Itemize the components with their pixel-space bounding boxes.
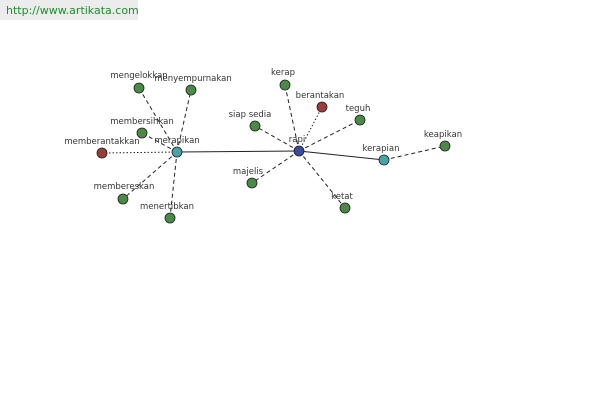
edge-rapi-ketat <box>298 150 346 209</box>
node-label-menertibkan[interactable]: menertibkan <box>140 202 194 212</box>
node-label-kerapian[interactable]: kerapian <box>363 144 400 154</box>
node-teguh[interactable]: teguh <box>346 104 371 126</box>
node-label-menyempurnakan[interactable]: menyempurnakan <box>154 74 232 84</box>
edge-rapi-merapikan <box>176 150 300 153</box>
node-label-ketat[interactable]: ketat <box>331 192 353 202</box>
node-siap-sedia[interactable]: siap sedia <box>229 110 272 132</box>
node-dot-membereskan[interactable] <box>117 193 129 205</box>
node-label-majelis[interactable]: majelis <box>233 167 264 177</box>
node-ketat[interactable]: ketat <box>331 192 354 214</box>
node-dot-kerap[interactable] <box>279 79 291 91</box>
edge-merapikan-menyempurnakan <box>176 89 192 153</box>
node-label-kerap[interactable]: kerap <box>271 68 295 78</box>
node-label-membereskan[interactable]: membereskan <box>94 182 155 192</box>
edge-merapikan-mengelokkan <box>138 87 178 153</box>
node-label-mengelokkan[interactable]: mengelokkan <box>110 71 167 81</box>
node-kerap[interactable]: kerap <box>271 68 295 91</box>
node-merapikan[interactable]: merapikan <box>154 136 200 158</box>
node-label-memberantakkan[interactable]: memberantakkan <box>64 137 139 147</box>
node-dot-mengelokkan[interactable] <box>133 82 145 94</box>
edge-merapikan-memberantakkan <box>101 151 178 154</box>
node-menyempurnakan[interactable]: menyempurnakan <box>154 74 232 96</box>
node-dot-ketat[interactable] <box>339 202 351 214</box>
edge-rapi-berantakan <box>298 106 323 152</box>
node-label-siap-sedia[interactable]: siap sedia <box>229 110 272 120</box>
node-membereskan[interactable]: membereskan <box>94 182 155 205</box>
source-url-bar: http://www.artikata.com <box>0 0 139 20</box>
node-membersihkan[interactable]: membersihkan <box>110 117 174 139</box>
graph-nodes: rapi merapikan kerapian mengelokkanmenyempu… <box>64 68 462 224</box>
graph-edges <box>101 84 446 219</box>
node-dot-menertibkan[interactable] <box>164 212 176 224</box>
node-label-rapi[interactable]: rapi <box>289 135 305 145</box>
node-kerapian[interactable]: kerapian <box>363 144 400 166</box>
node-keapikan[interactable]: keapikan <box>424 130 462 152</box>
edge-rapi-siap-sedia <box>254 125 300 152</box>
node-majelis[interactable]: majelis <box>233 167 264 189</box>
node-dot-berantakan[interactable] <box>316 101 328 113</box>
node-berantakan[interactable]: berantakan <box>296 91 345 113</box>
node-memberantakkan[interactable]: memberantakkan <box>64 137 140 159</box>
edge-rapi-teguh <box>298 119 361 152</box>
edge-merapikan-membereskan <box>122 151 178 200</box>
node-label-keapikan[interactable]: keapikan <box>424 130 462 140</box>
node-dot-rapi[interactable] <box>293 145 305 157</box>
node-label-merapikan[interactable]: merapikan <box>154 136 199 146</box>
node-mengelokkan[interactable]: mengelokkan <box>110 71 168 94</box>
edge-rapi-majelis <box>251 150 300 184</box>
node-dot-teguh[interactable] <box>354 114 366 126</box>
node-rapi[interactable]: rapi <box>289 135 305 157</box>
node-dot-menyempurnakan[interactable] <box>185 84 197 96</box>
edge-rapi-kerapian <box>298 150 385 161</box>
source-url-text: http://www.artikata.com <box>6 4 139 17</box>
node-dot-merapikan[interactable] <box>171 146 183 158</box>
node-label-teguh[interactable]: teguh <box>346 104 371 114</box>
node-label-berantakan[interactable]: berantakan <box>296 91 345 101</box>
node-menertibkan[interactable]: menertibkan <box>140 202 194 224</box>
edge-rapi-kerap <box>284 84 300 152</box>
node-dot-kerapian[interactable] <box>378 154 390 166</box>
edge-kerapian-keapikan <box>383 145 446 161</box>
node-dot-memberantakkan[interactable] <box>96 147 108 159</box>
node-dot-majelis[interactable] <box>246 177 258 189</box>
node-dot-siap-sedia[interactable] <box>249 120 261 132</box>
node-dot-membersihkan[interactable] <box>136 127 148 139</box>
node-label-membersihkan[interactable]: membersihkan <box>110 117 173 127</box>
node-dot-keapikan[interactable] <box>439 140 451 152</box>
